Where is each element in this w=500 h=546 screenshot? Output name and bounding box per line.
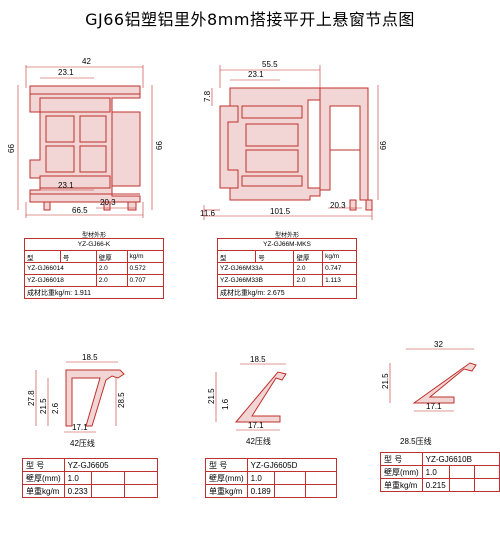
bead1-weight: 0.233 — [63, 484, 92, 498]
bead1-dim-left-inner: 21.5 — [39, 398, 48, 414]
bead2-label-weight: 单重kg/m — [205, 484, 248, 498]
sash-dim-bottom-right: 20.3 — [330, 201, 346, 210]
bead3-model: YZ-GJ6610B — [421, 452, 500, 466]
frame-dim-inner-bottom: 23.1 — [58, 181, 74, 190]
bead1-caption: 42压线 — [70, 439, 95, 448]
bead2-model: YZ-GJ6605D — [246, 458, 337, 472]
bead2-label-model: 型 号 — [205, 458, 248, 472]
sash-spec-table: YZ-GJ66M-MKS 型 号 壁厚 kg/m YZ-GJ66M33A 2.0… — [216, 238, 357, 299]
frame-profile-drawing: 42 23.1 66 66 23.1 20.3 66.5 — [7, 57, 164, 218]
sash-row1-model: YZ-GJ66M33A — [216, 262, 295, 275]
sash-row1-wall: 2.0 — [293, 262, 324, 275]
frame-col-type: 型 — [24, 250, 61, 263]
sash-footer-label: 成材比重kg/m: — [220, 289, 266, 297]
frame-spec-table: YZ-GJ66-K 型 号 壁厚 kg/m YZ-GJ66014 2.0 0.5… — [24, 238, 165, 299]
frame-footer-label: 成材比重kg/m: — [27, 289, 73, 297]
frame-row1-wall: 2.0 — [95, 262, 128, 275]
bead1-dim-left-outer: 27.8 — [27, 390, 36, 406]
sash-dim-top-width: 55.5 — [262, 60, 278, 69]
bead3-weight: 0.215 — [421, 478, 450, 492]
frame-dim-top-width: 42 — [82, 57, 91, 66]
bead2-dim-left-outer: 21.5 — [207, 388, 216, 404]
sash-dim-bottom-left: 11.6 — [200, 209, 216, 218]
bead3-dim-top: 32 — [434, 340, 443, 349]
frame-dim-inner-top: 23.1 — [58, 68, 74, 77]
frame-row1-weight: 0.572 — [126, 262, 165, 275]
bead3-drawing: 32 21.5 17.1 — [381, 340, 477, 412]
bead1-label-model: 型 号 — [22, 458, 65, 472]
frame-dim-height-left: 66 — [7, 144, 16, 153]
sash-row2-weight: 1.113 — [322, 274, 357, 287]
frame-row1-model: YZ-GJ66014 — [24, 262, 97, 275]
sash-col-weight: kg/m — [322, 250, 357, 263]
bead1-label-wall: 壁厚(mm) — [22, 471, 65, 485]
sash-row2-wall: 2.0 — [293, 274, 324, 287]
frame-row2-weight: 0.707 — [126, 274, 165, 287]
bead3-caption: 28.5压线 — [400, 437, 432, 446]
sash-col-num: 号 — [255, 250, 295, 263]
bead2-wall: 1.0 — [246, 471, 275, 485]
frame-caption: 型材外形 — [81, 233, 106, 239]
sash-dim-left-small: 7.8 — [203, 90, 212, 102]
frame-col-weight: kg/m — [126, 250, 165, 263]
sash-spec-block: 型材外形 YZ-GJ66M-MKS 型 号 壁厚 kg/m YZ-GJ66M33… — [216, 230, 357, 299]
bead1-model: YZ-GJ6605 — [63, 458, 158, 472]
frame-dim-height-right: 66 — [155, 141, 164, 150]
bead2-drawing: 18.5 21.5 1.6 17.1 — [207, 355, 287, 431]
bead1-dim-left-small: 2.6 — [51, 402, 60, 414]
frame-row2-wall: 2.0 — [95, 274, 128, 287]
frame-spec-block: 型材外形 YZ-GJ66-K 型 号 壁厚 kg/m YZ-GJ66014 2.… — [24, 230, 165, 299]
bead2-dim-left-inner: 1.6 — [221, 398, 230, 410]
sash-col-type: 型 — [216, 250, 257, 263]
sash-dim-inner-top: 23.1 — [248, 70, 264, 79]
bead2-caption: 42压线 — [246, 437, 271, 446]
sash-table-header: YZ-GJ66M-MKS — [217, 238, 357, 251]
frame-footer-value: 1.911 — [74, 289, 92, 297]
sash-caption: 型材外形 — [274, 233, 299, 239]
sash-dim-height-right: 66 — [379, 141, 388, 150]
sash-footer-value: 2.675 — [267, 289, 285, 297]
bead1-wall: 1.0 — [63, 471, 92, 485]
frame-dim-total-width: 66.5 — [72, 206, 88, 215]
bead1-dim-right: 28.5 — [117, 392, 126, 408]
bead2-label-wall: 壁厚(mm) — [205, 471, 248, 485]
bead1-dim-top: 18.5 — [82, 353, 98, 362]
bead3-dim-bottom: 17.1 — [426, 402, 442, 411]
bead1-dim-bottom: 17.1 — [72, 423, 88, 432]
sash-row2-model: YZ-GJ66M33B — [216, 274, 295, 287]
bead3-wall: 1.0 — [421, 465, 450, 479]
bead3-dim-left: 21.5 — [381, 373, 390, 389]
sash-col-wall: 壁厚 — [293, 250, 324, 263]
sash-row1-weight: 0.747 — [322, 262, 357, 275]
bead2-dim-bottom: 17.1 — [248, 421, 264, 430]
frame-col-wall: 壁厚 — [95, 250, 128, 263]
frame-col-num: 号 — [59, 250, 97, 263]
page-title: GJ66铝塑铝里外8mm搭接平开上悬窗节点图 — [85, 10, 415, 29]
sash-dim-total-width: 101.5 — [270, 207, 291, 216]
bead3-label-wall: 壁厚(mm) — [380, 465, 423, 479]
frame-dim-bottom-offset: 20.3 — [100, 198, 116, 207]
bead1-label-weight: 单重kg/m — [22, 484, 65, 498]
bead2-weight: 0.189 — [246, 484, 275, 498]
frame-row2-model: YZ-GJ66018 — [24, 274, 97, 287]
bead2-dim-top: 18.5 — [250, 355, 266, 364]
frame-table-header: YZ-GJ66-K — [24, 238, 164, 251]
sash-profile-drawing: 55.5 23.1 7.8 66 11.6 20.3 101.5 — [200, 60, 388, 220]
bead3-label-model: 型 号 — [380, 452, 423, 466]
bead3-label-weight: 单重kg/m — [380, 478, 423, 492]
bead1-drawing: 18.5 27.8 21.5 2.6 28.5 17.1 — [27, 353, 126, 433]
